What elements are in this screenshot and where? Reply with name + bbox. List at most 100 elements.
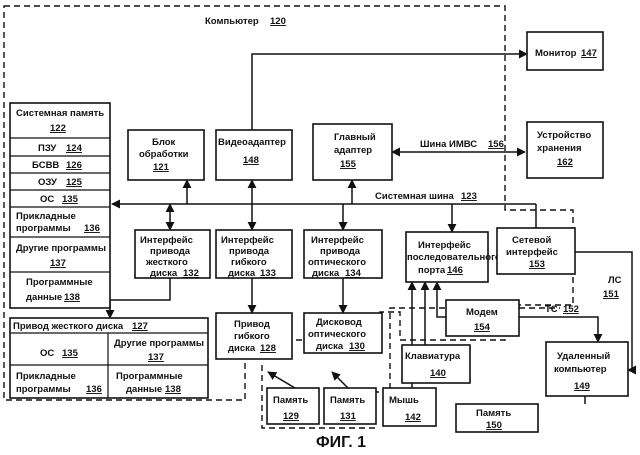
- modem-to-remote-line: [519, 317, 598, 342]
- odd-interface-label-1: Интерфейс: [311, 235, 364, 246]
- processing-unit-number: 121: [153, 162, 170, 173]
- fdd-interface-number: 133: [260, 268, 276, 279]
- computer-label: Компьютер: [205, 16, 259, 27]
- lan-number: 151: [603, 289, 620, 300]
- fdd-label-1: Привод: [234, 319, 270, 330]
- os-number: 135: [62, 194, 79, 205]
- keyboard-label: Клавиатура: [405, 351, 461, 362]
- hdd-other-programs-number: 137: [148, 352, 164, 363]
- memory-131-block: Память 131: [324, 388, 376, 424]
- main-adapter-label-1: Главный: [334, 132, 376, 143]
- remote-computer-label-1: Удаленный: [557, 351, 610, 362]
- modem-number: 154: [474, 322, 491, 333]
- hdd-interface-to-hdd-line: [110, 278, 170, 318]
- system-memory-title: Системная память: [16, 108, 104, 119]
- hdd-number: 127: [132, 321, 148, 332]
- rom-number: 124: [66, 143, 83, 154]
- optical-drive-block: Дисковод оптического диска 130: [304, 313, 382, 353]
- optical-drive-label-2: оптического: [308, 329, 366, 340]
- memory-150-label: Память: [476, 408, 511, 419]
- system-bus-number: 123: [461, 191, 477, 202]
- storage-block: Устройство хранения 162: [527, 122, 603, 178]
- processing-unit-label-1: Блок: [152, 137, 176, 148]
- hdd-interface-label-2: привода: [150, 246, 191, 257]
- hdd-os-label: ОС: [40, 348, 54, 359]
- storage-label-1: Устройство: [537, 130, 591, 141]
- rom-label: ПЗУ: [38, 143, 56, 154]
- apps-number: 136: [84, 223, 100, 234]
- fdd-interface-label-3: гибкого: [231, 257, 267, 268]
- memory-129-block: Память 129: [267, 388, 319, 424]
- mouse-label: Мышь: [389, 395, 419, 406]
- figure-caption: ФИГ. 1: [316, 434, 366, 451]
- other-programs-number: 137: [50, 258, 66, 269]
- remote-computer-label-2: компьютер: [554, 364, 607, 375]
- fdd-number: 128: [260, 343, 276, 354]
- storage-number: 162: [557, 157, 573, 168]
- memory-131-number: 131: [340, 411, 357, 422]
- serial-interface-label-3: порта: [418, 265, 446, 276]
- optical-drive-label-1: Дисковод: [316, 317, 362, 328]
- hdd-interface-label-4: диска: [150, 268, 178, 279]
- network-interface-block: Сетевой интерфейс 153: [497, 228, 575, 274]
- main-adapter-block: Главный адаптер 155: [313, 124, 392, 180]
- fdd-interface-label-4: диска: [228, 268, 256, 279]
- program-data-label-1: Программные: [26, 277, 93, 288]
- modem-block: Модем 154: [446, 300, 519, 336]
- ram-label: ОЗУ: [38, 177, 57, 188]
- apps-label-2: программы: [16, 223, 71, 234]
- fdd-label-3: диска: [228, 343, 256, 354]
- optical-drive-number: 130: [349, 341, 365, 352]
- serial-interface-block: Интерфейс последовательного порта 146: [406, 232, 501, 282]
- video-adapter-number: 148: [243, 155, 259, 166]
- memory-150-number: 150: [486, 420, 502, 431]
- serial-to-modem-line: [437, 282, 446, 317]
- lan-label: ЛС: [608, 275, 622, 286]
- hdd-data-label-2: данные: [126, 384, 162, 395]
- memory-129-number: 129: [283, 411, 299, 422]
- odd-interface-label-3: оптического: [308, 257, 366, 268]
- hdd-interface-number: 132: [183, 268, 199, 279]
- fdd-label-2: гибкого: [234, 331, 270, 342]
- keyboard-number: 140: [430, 368, 446, 379]
- bios-number: 126: [66, 160, 82, 171]
- serial-interface-number: 146: [447, 265, 463, 276]
- hdd-data-label-1: Программные: [116, 371, 183, 382]
- modem-label: Модем: [466, 307, 498, 318]
- apps-label-1: Прикладные: [16, 211, 76, 222]
- ram-number: 125: [66, 177, 83, 188]
- odd-interface-label-4: диска: [312, 268, 340, 279]
- wan-number: 152: [563, 304, 579, 315]
- hdd-apps-label-1: Прикладные: [16, 371, 76, 382]
- fdd-interface-block: Интерфейс привода гибкого диска 133: [216, 230, 292, 279]
- video-adapter-label: Видеоадаптер: [218, 137, 286, 148]
- hdd-block: Привод жесткого диска 127 ОС 135 Другие …: [10, 318, 208, 398]
- memory-150-block: Память 150: [456, 404, 538, 432]
- mouse-number: 142: [405, 412, 421, 423]
- processing-unit-label-2: обработки: [139, 149, 189, 160]
- serial-interface-label-2: последовательного: [407, 252, 501, 263]
- memory-131-arrow: [332, 372, 348, 388]
- hdd-apps-number: 136: [86, 384, 102, 395]
- remote-computer-number: 149: [574, 381, 590, 392]
- hdd-interface-label-3: жесткого: [145, 257, 188, 268]
- monitor-block: Монитор 147: [527, 32, 603, 70]
- optical-drive-label-3: диска: [316, 341, 344, 352]
- odd-interface-number: 134: [345, 268, 362, 279]
- hdd-apps-label-2: программы: [16, 384, 71, 395]
- system-memory-number: 122: [50, 123, 66, 134]
- main-adapter-label-2: адаптер: [334, 145, 372, 156]
- program-data-label-2: данные: [26, 292, 62, 303]
- program-data-number: 138: [64, 292, 80, 303]
- odd-interface-label-2: привода: [320, 246, 361, 257]
- hdd-os-number: 135: [62, 348, 79, 359]
- memory-129-arrow: [268, 372, 295, 388]
- mouse-block: Мышь 142: [383, 388, 436, 426]
- bus-imvs-number: 156: [488, 139, 504, 150]
- other-programs-label: Другие программы: [16, 243, 106, 254]
- video-to-monitor-line: [252, 54, 527, 130]
- network-interface-label-1: Сетевой: [512, 235, 551, 246]
- network-interface-label-2: интерфейс: [506, 247, 558, 258]
- main-adapter-number: 155: [340, 159, 357, 170]
